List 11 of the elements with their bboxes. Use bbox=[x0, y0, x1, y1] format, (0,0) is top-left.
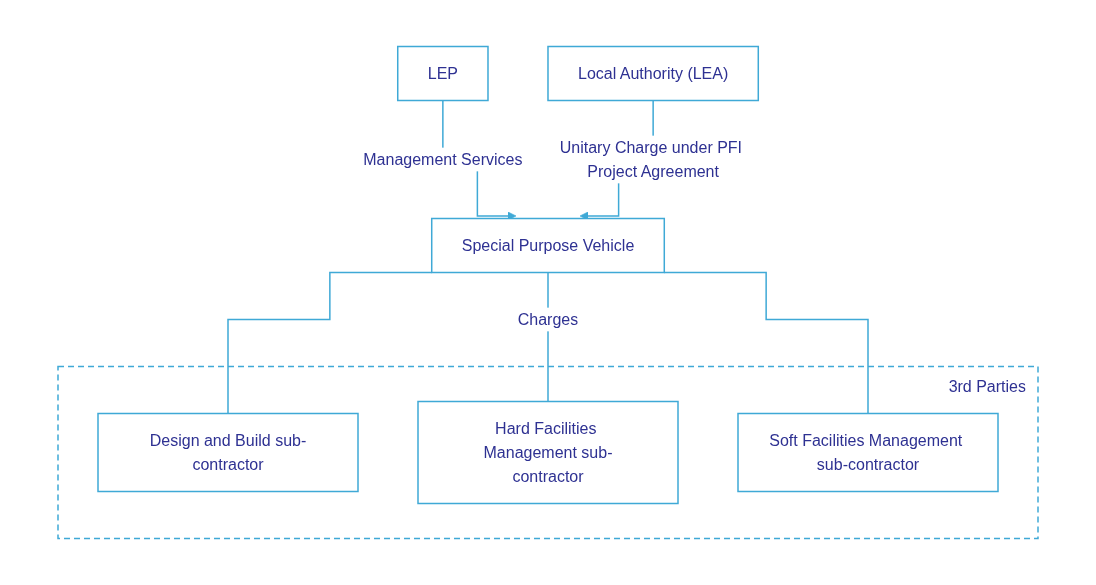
node-box: LEP bbox=[397, 45, 489, 102]
connector bbox=[663, 271, 869, 415]
node-box: Design and Build sub-contractor bbox=[97, 412, 359, 493]
edge-label: Charges bbox=[517, 310, 579, 328]
edge-label: Unitary Charge under PFI Project Agreement bbox=[559, 138, 743, 180]
node-box: Local Authority (LEA) bbox=[547, 45, 760, 102]
node-box: Soft Facilities Management sub-contractor bbox=[737, 412, 999, 493]
node-box: Special Purpose Vehicle bbox=[430, 217, 666, 274]
edge-label: Management Services bbox=[363, 150, 523, 168]
node-box: Hard Facilities Management sub-contractor bbox=[417, 400, 679, 505]
connector bbox=[227, 271, 433, 415]
